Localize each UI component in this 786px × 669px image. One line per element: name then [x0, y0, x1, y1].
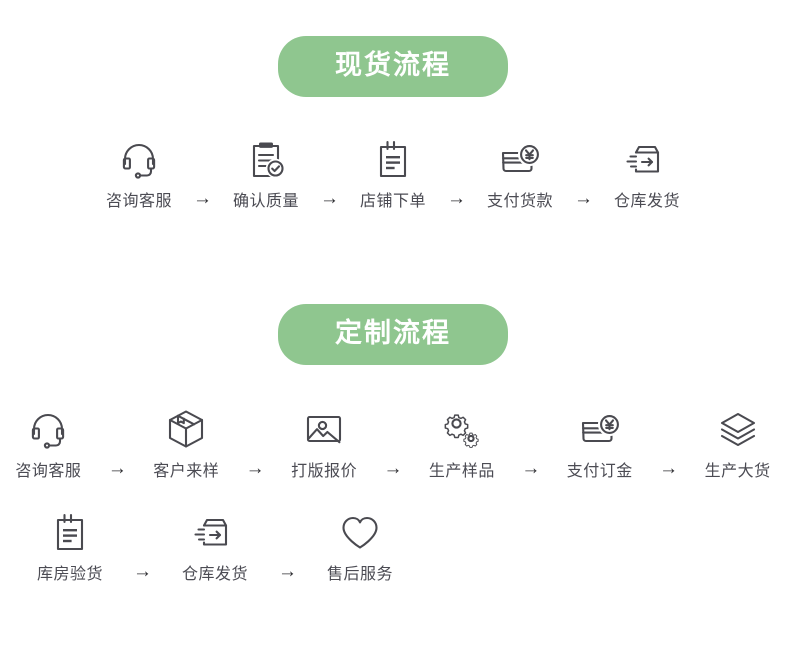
flow-arrow-icon: → — [659, 458, 679, 479]
step-label: 客户来样 — [153, 463, 220, 480]
step-label: 支付订金 — [566, 463, 633, 480]
step-label: 支付货款 — [486, 193, 553, 210]
headset-icon — [24, 405, 72, 453]
step-consult-service: 咨询客服 — [91, 135, 187, 210]
step-after-sales-service: 售后服务 — [308, 508, 412, 583]
flow-arrow-icon: → — [278, 561, 297, 582]
step-warehouse-ship: 仓库发货 — [163, 508, 267, 583]
flow-arrow-icon: → — [447, 188, 466, 209]
flow-arrow-icon: → — [133, 561, 152, 582]
clipboard-check-icon — [242, 135, 290, 183]
step-place-order: 店铺下单 — [345, 135, 441, 210]
box-shipping-icon — [623, 135, 671, 183]
step-label: 售后服务 — [326, 566, 393, 583]
spot-flow-heading-wrap: 现货流程 — [0, 36, 786, 97]
step-label: 仓库发货 — [613, 193, 680, 210]
package-box-icon — [162, 405, 210, 453]
flow-arrow-icon: → — [245, 458, 265, 479]
flow-infographic-page: 现货流程 咨询客服 → — [0, 36, 786, 669]
flow-arrow-icon: → — [320, 188, 339, 209]
box-shipping-icon — [191, 508, 239, 556]
flow-arrow-icon: → — [521, 458, 541, 479]
headset-icon — [115, 135, 163, 183]
step-label: 确认质量 — [232, 193, 299, 210]
image-icon — [300, 405, 348, 453]
step-label: 咨询客服 — [15, 463, 82, 480]
custom-flow-row-1: 咨询客服 → 客户来样 → — [0, 405, 786, 480]
credit-card-yen-icon — [496, 135, 544, 183]
custom-flow-heading-wrap: 定制流程 — [0, 304, 786, 365]
step-label: 库房验货 — [36, 566, 103, 583]
notepad-icon — [369, 135, 417, 183]
step-label: 咨询客服 — [105, 193, 172, 210]
flow-arrow-icon: → — [574, 188, 593, 209]
step-pay-goods: 支付货款 — [472, 135, 568, 210]
heart-icon — [336, 508, 384, 556]
step-pay-deposit: 支付订金 — [551, 405, 648, 480]
step-label: 打版报价 — [291, 463, 358, 480]
layers-icon — [714, 405, 762, 453]
step-bulk-production: 生产大货 — [689, 405, 786, 480]
step-label: 生产样品 — [428, 463, 495, 480]
step-warehouse-ship: 仓库发货 — [599, 135, 695, 210]
step-customer-sample: 客户来样 — [138, 405, 235, 480]
notepad-icon — [46, 508, 94, 556]
step-label: 店铺下单 — [359, 193, 426, 210]
spot-flow-row: 咨询客服 → 确认质量 → — [0, 135, 786, 210]
flow-arrow-icon: → — [383, 458, 403, 479]
step-sample-quote: 打版报价 — [276, 405, 373, 480]
step-produce-sample: 生产样品 — [414, 405, 511, 480]
gears-icon — [438, 405, 486, 453]
step-label: 生产大货 — [704, 463, 771, 480]
custom-flow-heading-badge: 定制流程 — [278, 304, 508, 365]
step-confirm-quality: 确认质量 — [218, 135, 314, 210]
credit-card-yen-icon — [576, 405, 624, 453]
flow-arrow-icon: → — [193, 188, 212, 209]
step-warehouse-inspection: 库房验货 — [18, 508, 122, 583]
custom-flow-row-2: 库房验货 → 仓库发货 → — [0, 508, 786, 583]
step-consult-service: 咨询客服 — [0, 405, 97, 480]
flow-arrow-icon: → — [107, 458, 127, 479]
step-label: 仓库发货 — [181, 566, 248, 583]
spot-flow-heading-badge: 现货流程 — [278, 36, 508, 97]
